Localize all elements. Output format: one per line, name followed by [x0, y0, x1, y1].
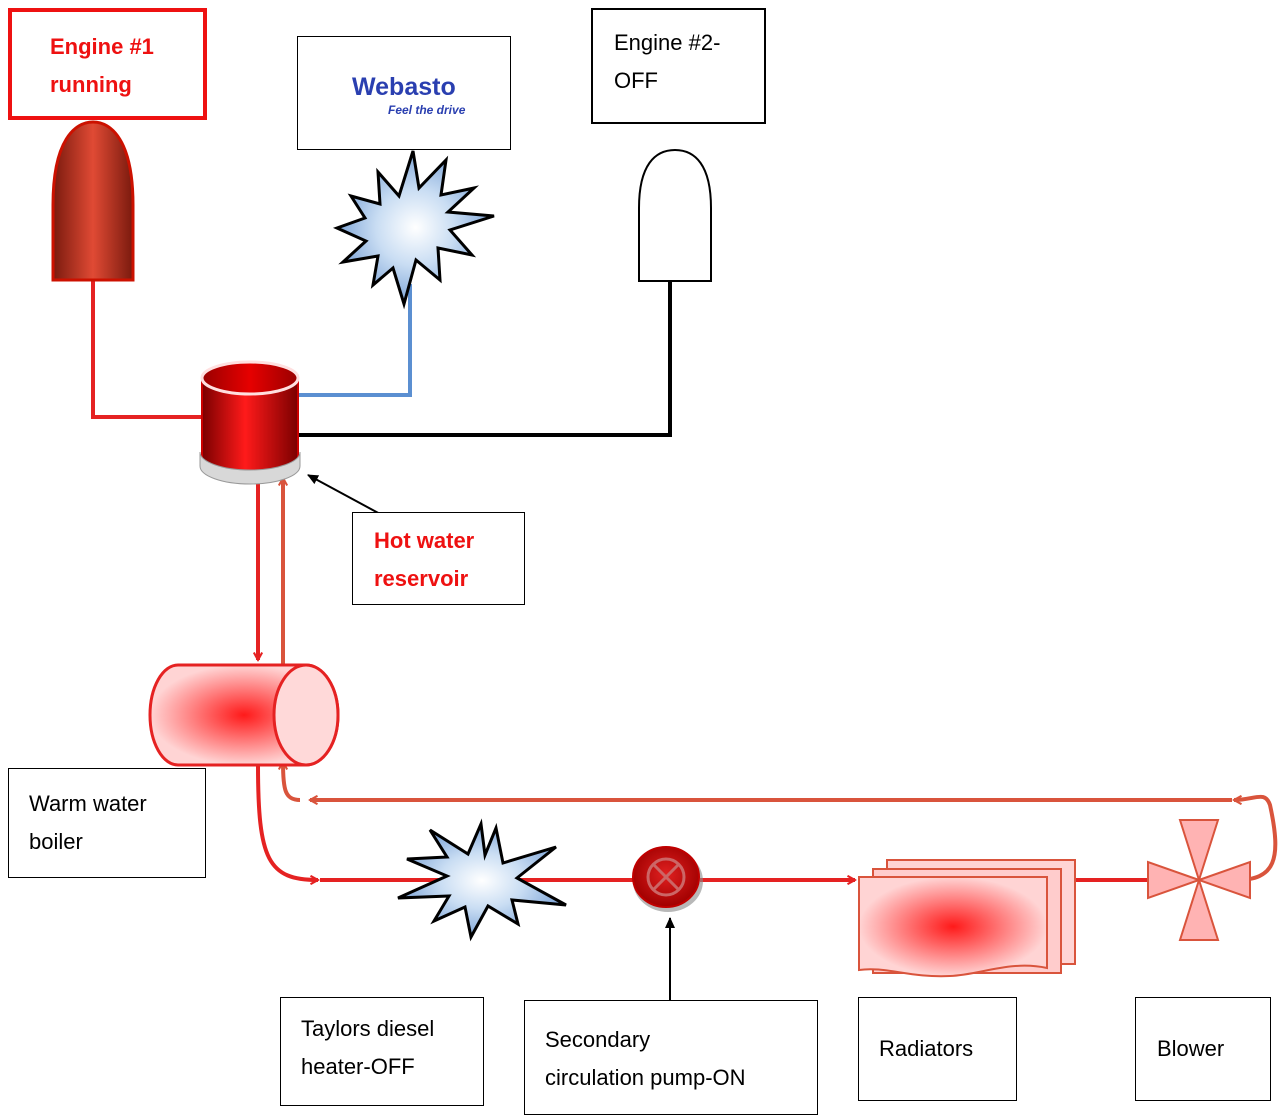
radiators-label: Radiators: [858, 997, 1017, 1101]
diesel-heater-label: Taylors diesel heater-OFF: [280, 997, 484, 1106]
return-loop-right: [1234, 794, 1278, 882]
engine1-shape: [51, 120, 135, 282]
radiators-label-text: Radiators: [879, 1036, 974, 1061]
engine2-pipe: [298, 282, 672, 437]
return-loop-left: [283, 762, 301, 802]
engine2-shape: [638, 148, 712, 282]
diesel-heater-label-line2: heater-OFF: [301, 1054, 415, 1079]
circulation-pump-symbol: [632, 846, 703, 912]
webasto-pipe: [298, 284, 412, 397]
engine1-label: Engine #1 running: [8, 8, 207, 120]
webasto-heater-burst: [332, 150, 495, 310]
engine1-label-line2: running: [50, 72, 132, 97]
diesel-heater-label-line1: Taylors diesel: [301, 1016, 435, 1041]
hot-water-reservoir-label: Hot water reservoir: [352, 512, 525, 605]
warm-water-boiler-label-line1: Warm water: [29, 791, 147, 816]
circulation-pump-label: Secondary circulation pump-ON: [524, 1000, 818, 1115]
blower-label-text: Blower: [1157, 1036, 1225, 1061]
engine2-label-line2: OFF: [614, 68, 658, 93]
hot-water-reservoir-label-line1: Hot water: [374, 528, 475, 553]
reservoir-pointer-arrow: [307, 474, 383, 516]
engine2-label: Engine #2- OFF: [591, 8, 766, 124]
webasto-logo-box: Webasto Feel the drive: [297, 36, 511, 150]
circulation-pump-label-line1: Secondary: [545, 1027, 651, 1052]
hot-water-reservoir-label-line2: reservoir: [374, 566, 469, 591]
warm-water-boiler-label-line2: boiler: [29, 829, 83, 854]
circulation-pump-label-line2: circulation pump-ON: [545, 1065, 746, 1090]
webasto-brand: Webasto: [352, 73, 456, 101]
warm-water-boiler-label: Warm water boiler: [8, 768, 206, 878]
warm-water-boiler-shape: [148, 663, 340, 767]
radiators-shape: [858, 859, 1076, 978]
engine2-label-line1: Engine #2-: [614, 30, 721, 55]
hot-water-reservoir-shape: [199, 360, 301, 485]
engine1-pipe: [91, 280, 205, 419]
webasto-tagline: Feel the drive: [388, 103, 466, 117]
blower-label: Blower: [1135, 997, 1271, 1101]
blower-shape: [1147, 819, 1251, 941]
heater-supply-pipe: [256, 764, 318, 880]
diesel-heater-burst: [397, 818, 567, 942]
engine1-label-line1: Engine #1: [50, 34, 154, 59]
